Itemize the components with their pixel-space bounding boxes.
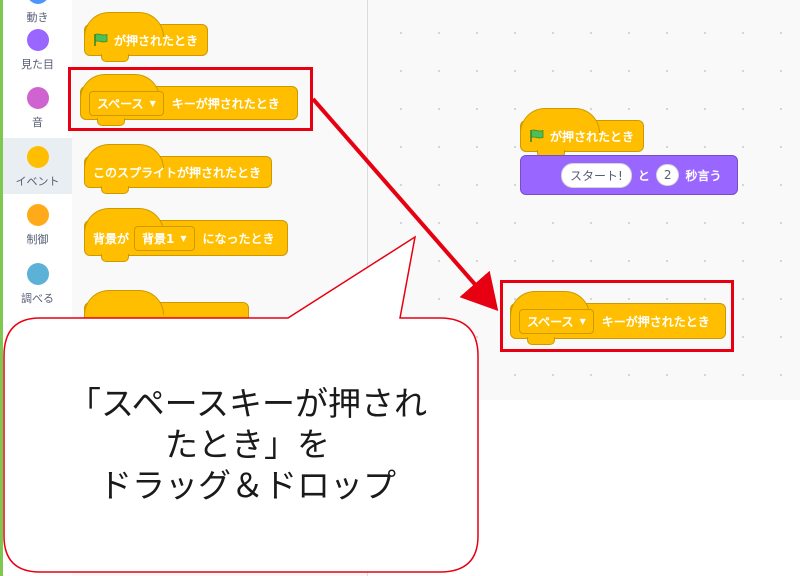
dropdown-arrow-icon: ▼ bbox=[149, 98, 156, 108]
category-control[interactable]: 制御 bbox=[3, 204, 72, 262]
callout-line: たとき」を bbox=[165, 425, 330, 464]
dropdown-value: スペース bbox=[527, 314, 574, 329]
block-text: と bbox=[637, 168, 650, 183]
backdrop-dropdown[interactable]: 背景1 ▼ bbox=[134, 225, 195, 251]
say-message-input[interactable]: スタート! bbox=[561, 162, 632, 188]
category-events[interactable]: イベント bbox=[3, 138, 72, 194]
dropdown-value: スペース bbox=[97, 96, 144, 111]
block-text: が押されたとき bbox=[114, 33, 199, 48]
category-label: 制御 bbox=[26, 233, 49, 246]
drag-arrow bbox=[311, 97, 499, 312]
workspace-when-key-pressed-block[interactable]: スペース ▼ キーが押されたとき bbox=[510, 291, 726, 345]
dropdown-arrow-icon: ▼ bbox=[579, 316, 586, 326]
callout-line: 「スペースキーが押され bbox=[67, 384, 428, 423]
block-text: キーが押されたとき bbox=[601, 314, 710, 329]
looks-category-icon bbox=[26, 29, 49, 51]
events-category-icon bbox=[26, 146, 49, 168]
palette-when-sprite-clicked-block[interactable]: このスプライトが押されたとき bbox=[84, 144, 272, 194]
palette-when-key-pressed-block[interactable]: スペース ▼ キーが押されたとき bbox=[80, 74, 298, 126]
block-text: 背景が bbox=[93, 231, 130, 246]
sidebar-accent bbox=[0, 0, 3, 576]
category-sound[interactable]: 音 bbox=[3, 87, 72, 145]
palette-when-flag-clicked-block[interactable]: が押されたとき bbox=[84, 12, 208, 62]
category-label: イベント bbox=[15, 175, 60, 188]
dropdown-arrow-icon: ▼ bbox=[180, 233, 187, 243]
palette-highlight-box bbox=[68, 67, 313, 131]
motion-category-icon bbox=[26, 0, 49, 4]
workspace-highlight-box bbox=[500, 280, 734, 352]
block-text: このスプライトが押されたとき bbox=[93, 165, 262, 180]
callout-bubble bbox=[3, 235, 479, 573]
green-flag-icon bbox=[530, 129, 544, 142]
category-label: 見た目 bbox=[21, 58, 54, 71]
category-sensing[interactable]: 調べる bbox=[3, 263, 72, 321]
block-text: になったとき bbox=[202, 231, 275, 246]
callout-text: 「スペースキーが押され たとき」を ドラッグ＆ドロップ bbox=[20, 383, 475, 506]
key-dropdown[interactable]: スペース ▼ bbox=[519, 308, 594, 334]
category-looks[interactable]: 見た目 bbox=[3, 29, 72, 87]
block-text: 秒言う bbox=[685, 168, 722, 183]
category-motion[interactable]: 動き bbox=[3, 0, 72, 40]
workspace-when-flag-clicked-block[interactable]: が押されたとき bbox=[520, 108, 644, 158]
control-category-icon bbox=[26, 204, 49, 226]
key-dropdown[interactable]: スペース ▼ bbox=[89, 90, 164, 116]
callout-line: ドラッグ＆ドロップ bbox=[99, 466, 396, 505]
sensing-category-icon bbox=[26, 263, 49, 285]
seconds-input[interactable]: 2 bbox=[655, 164, 680, 186]
green-flag-icon bbox=[94, 33, 108, 46]
category-label: 音 bbox=[32, 116, 43, 129]
sound-category-icon bbox=[26, 87, 49, 109]
dropdown-value: 背景1 bbox=[142, 231, 175, 246]
category-label: 調べる bbox=[21, 292, 54, 305]
block-text: キーが押されたとき bbox=[171, 96, 280, 111]
workspace-say-for-secs-block[interactable]: スタート! と 2 秒言う bbox=[520, 155, 738, 195]
palette-when-backdrop-switches-block[interactable]: 背景が 背景1 ▼ になったとき bbox=[84, 208, 288, 262]
category-label: 動き bbox=[26, 11, 49, 24]
block-text: が押されたとき bbox=[550, 129, 635, 144]
